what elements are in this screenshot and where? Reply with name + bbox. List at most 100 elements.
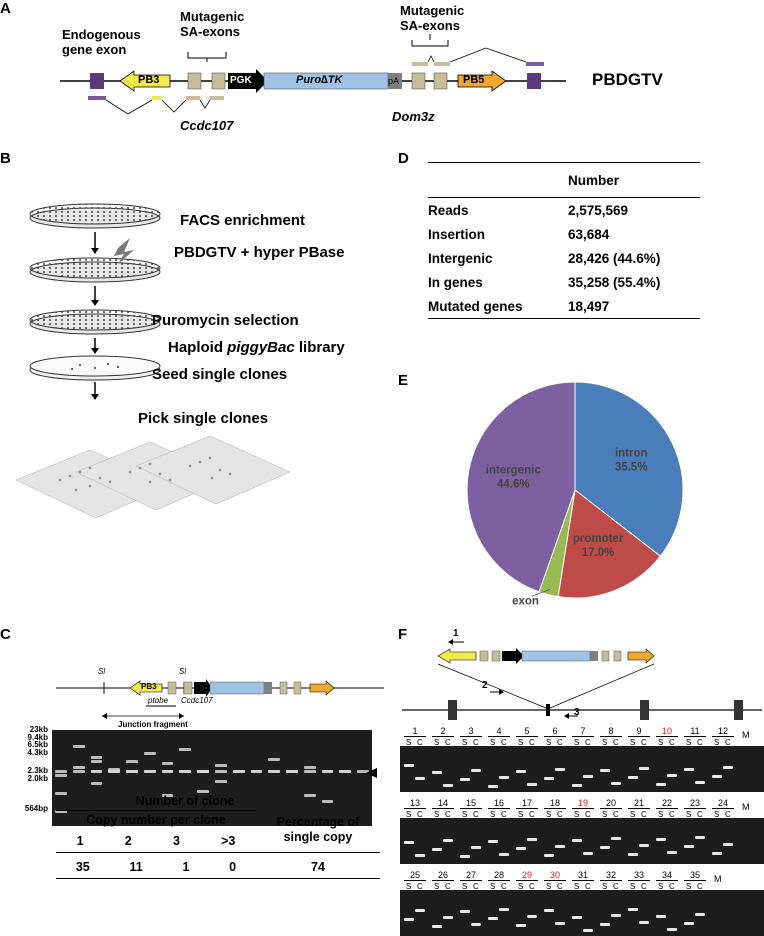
lane-c-label: C [557,882,563,891]
marker-label: 9.4kb [27,733,48,742]
endogenous-exon-left [90,73,104,89]
pgk-label: PGK [230,75,252,86]
lane-s-label: S [574,810,580,819]
construct-diagram-a [60,34,566,115]
step-library-prefix: Haploid [168,339,228,356]
mutagenic-right-line2: SA-exons [400,17,460,33]
lane-c-label: C [697,882,703,891]
gel-band [215,780,227,783]
gel-band [179,770,192,773]
gel-band [611,782,621,785]
row-value: 28,426 (44.6%) [568,250,661,266]
lane-number: 35 [684,870,706,881]
gel-band [684,922,694,925]
panel-label-c: C [0,626,11,643]
gel-band [432,925,442,928]
gel-band [55,792,67,795]
gel-band [143,770,156,773]
lane-s-label: S [630,738,636,747]
percentage-header: Percentage of single copy [258,815,378,845]
gel-band [90,770,103,773]
lane-number: 12 [712,726,734,737]
pb5-label: PB5 [463,74,485,86]
pcr-gel [400,818,764,864]
mutagenic-left-line1: Mutagenic [180,9,245,24]
table-header-blank [428,162,568,198]
row-value: 63,684 [568,226,610,242]
lane-s-label: S [406,810,412,819]
lane-s-label: S [658,882,664,891]
lane-c-label: C [557,738,563,747]
lane-s-label: S [574,738,580,747]
gel-band [161,762,174,765]
gel-band [628,853,638,856]
step-library-suffix: library [294,339,345,356]
lane-s-label: S [602,882,608,891]
lane-s-label: S [434,882,440,891]
endogenous-label: Endogenous gene exon [62,27,141,58]
pgk-arrow [228,69,268,93]
gel-band [303,794,316,797]
copy-number-3: 3 [172,834,180,848]
lane-s-label: S [518,882,524,891]
gel-band [108,768,121,771]
lane-c-label: C [529,882,535,891]
gel-band [488,917,498,920]
gel-band [611,914,621,917]
lane-s-label: S [406,738,412,747]
lane-number: 19 [572,798,594,809]
pcr-gel [400,890,764,936]
mutagenic-right-line1: Mutagenic [400,3,465,18]
row-value: 35,258 (55.4%) [568,274,661,290]
table-divider [56,852,380,853]
count-more: 0 [229,860,237,874]
lane-c-label: C [501,738,507,747]
gel-band [460,778,470,781]
lane-s-label: S [686,738,692,747]
panel-label-f: F [398,626,408,643]
lane-c-label: C [613,810,619,819]
lane-number: 26 [432,870,454,881]
copy-number-header-row: 1 2 3 >3 [56,834,256,848]
gel-band [471,923,481,926]
lane-number: 18 [544,798,566,809]
gel-band [215,764,227,767]
lane-number: 25 [404,870,426,881]
lane-s-label: S [686,882,692,891]
lane-s-label: S [714,738,720,747]
gel-band [161,770,174,773]
gel-band [404,918,414,921]
pie-label-exon: exon [512,595,539,607]
gel-band [321,800,334,803]
gene-label-ccdc107: Ccdc107 [180,118,234,133]
gel-band [72,745,85,748]
lane-number: 14 [432,798,454,809]
lane-s-label: S [630,882,636,891]
lane-c-label: C [529,810,535,819]
step-library-italic: piggyBac [227,339,295,356]
gel-band [90,756,103,759]
row-label: Intergenic [428,250,493,266]
pb3-label: PB3 [138,74,160,86]
row-value: 2,575,569 [568,202,629,218]
lane-c-label: C [613,882,619,891]
panel-label-a: A [0,0,11,17]
lane-c-label: C [725,810,731,819]
pie-label-intron: intron [615,447,648,459]
probe-label: ptobe [148,696,169,705]
lane-number: 16 [488,798,510,809]
endogenous-label-line2: gene exon [62,41,127,57]
pa-box [388,73,402,89]
lane-c-label: C [641,810,647,819]
gel-band [404,841,414,844]
gene-label-dom3z: Dom3z [392,109,435,124]
lane-number: 8 [600,726,622,737]
mutagenic-left-label: Mutagenic SA-exons [180,9,245,40]
lane-c-label: C [669,810,675,819]
sl-right-label: Sl [179,667,187,676]
lane-number: 13 [404,798,426,809]
ccdc107-small-label: Ccdc107 [181,696,213,705]
marker-label: 6.5kb [27,740,48,749]
gel-band [499,853,509,856]
